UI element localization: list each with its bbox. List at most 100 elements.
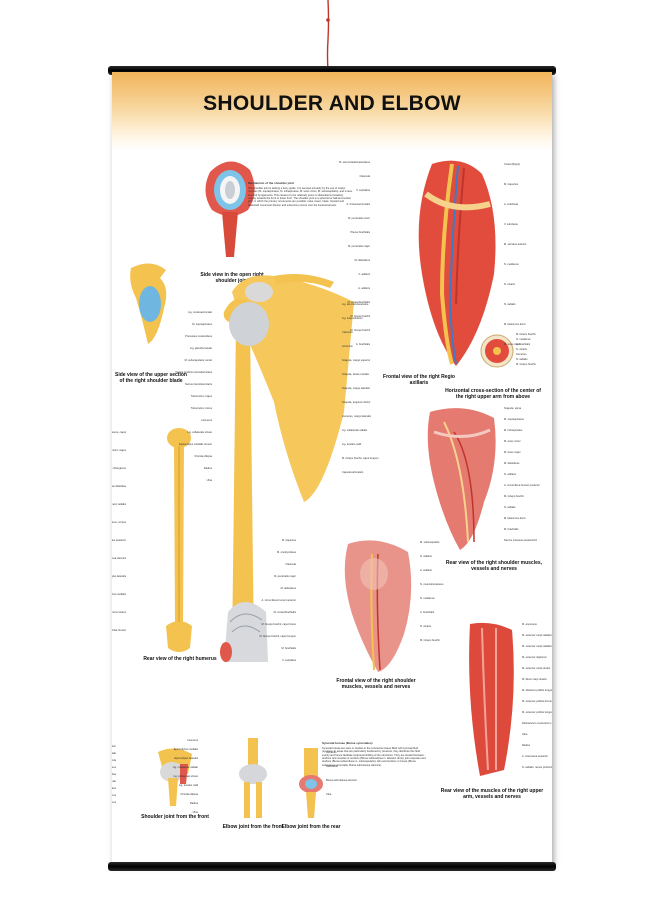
anatomy-label-front-left: M. trapezius	[281, 539, 296, 542]
caption-humerus: Rear view of the right humerus	[143, 656, 217, 662]
anatomy-label-front-left: M. brachialis	[281, 647, 296, 650]
anatomy-label-rear-right: N. radialis	[504, 506, 516, 509]
anatomy-label-elbow-front: Epicondylus lateralis	[174, 757, 198, 760]
anatomy-label-joint-front: Lig. coracoacromiale	[112, 752, 116, 755]
anatomy-label-main-right: Scapula, angulus inferior	[342, 401, 371, 404]
anatomy-label-axilla-right: M. teres major	[504, 343, 521, 346]
anatomy-label-main-right: Scapula, margo superior	[342, 359, 371, 362]
anatomy-label-forearm: M. abductor pollicis longus	[522, 689, 552, 692]
anatomy-label-front-right: N. medianus	[420, 597, 435, 600]
anatomy-label-forearm: M. extensor carpi ulnaris	[522, 667, 551, 670]
anatomy-label-rear-right: Scapula, spina	[504, 407, 522, 410]
anatomy-label-forearm: Radius	[522, 744, 531, 747]
anatomy-label-front-left: A. circumflexa humeri anterior	[261, 599, 296, 602]
anatomy-label-forearm: M. extensor carpi radialis brevis	[522, 645, 552, 648]
anatomy-label-rear-right: A. circumflexa humeri posterior	[504, 484, 540, 487]
hanging-cord	[326, 0, 330, 70]
bursae-body: Synovial bursae are sacs or cavities in …	[322, 746, 426, 767]
anatomy-label-axilla-left: A. axillaris	[358, 287, 370, 290]
anatomy-label-front-left: Clavicula	[285, 563, 296, 566]
bursae-text-block: Synovial bursae (Bursa synoviales) Synov…	[322, 741, 426, 767]
anatomy-label-axilla-left: M. sternocleidomastoideus	[339, 161, 370, 164]
mechanism-body: The shoulder joint is lacking a bony gui…	[248, 186, 352, 207]
humerus-rear-illustration	[166, 428, 192, 652]
anatomy-label-axilla-left: V. cephalica	[356, 189, 370, 192]
anatomy-label-rear-right: M. infraspinatus	[504, 429, 523, 432]
anatomy-label-axilla-right: V. subclavia	[504, 223, 518, 226]
anatomy-label-main-right: Scapula, facies costalis	[342, 373, 369, 376]
anatomy-label-main-left: Tuberculum majus	[190, 395, 212, 398]
anatomy-label-front-left: M. biceps brachii, caput longum	[259, 635, 296, 638]
anatomy-label-forearm: M. extensor pollicis longus	[522, 711, 552, 714]
shoulder-joint-front-illustration	[158, 748, 192, 806]
anatomy-label-main-left: Humerus	[201, 419, 212, 422]
anatomy-label-main-right: Lig. collaterale radiale	[342, 429, 368, 432]
anatomy-label-main-left: Lig. coracoacromiale	[188, 311, 212, 314]
anatomy-label-axilla-right: N. ulnaris	[504, 283, 515, 286]
anatomy-label-elbow-front: Humerus	[187, 739, 198, 742]
anatomy-label-axilla-right: N. medianus	[504, 263, 519, 266]
anatomy-label-humerus: Humerus, facies posterior	[112, 539, 126, 542]
anatomy-label-main-right: M. biceps brachii, caput longum	[342, 457, 379, 460]
anatomy-label-axilla-left: M. biceps brachii	[350, 315, 370, 318]
anatomy-label-joint-front: Lig. glenohumerale	[112, 780, 116, 783]
caption-elbow-rear: Elbow joint from the rear	[281, 824, 341, 830]
top-hanger-rod	[108, 66, 556, 75]
anatomy-label-elbow-front: Chorda obliqua	[180, 793, 198, 796]
anatomy-label-cross: M. biceps brachii	[516, 333, 536, 336]
anatomy-label-elbow-front: Ulna	[192, 811, 198, 814]
anatomy-label-cross: A. brachialis	[516, 343, 531, 346]
anatomy-label-forearm: M. flexor carpi ulnaris	[522, 678, 547, 681]
anatomy-label-main-left: Sulcus intertubercularis	[185, 383, 212, 386]
elbow-joint-front-illustration	[239, 738, 267, 818]
anatomy-label-main-right: Lig. anulare radii	[342, 443, 362, 446]
anatomy-label-cross: M. triceps brachii	[516, 363, 536, 366]
anatomy-label-rear-right: M. supraspinatus	[504, 418, 524, 421]
anatomy-label-axilla-right: M. trapezius	[504, 183, 519, 186]
anatomy-poster: SHOULDER AND ELBOW Side view in the open…	[112, 72, 552, 864]
anatomy-label-rear-right: M. triceps brachii	[504, 495, 524, 498]
anatomy-label-forearm: Ulna	[522, 733, 528, 736]
anatomy-label-front-left: V. cephalica	[282, 659, 296, 662]
poster-title: SHOULDER AND ELBOW	[203, 92, 461, 115]
anatomy-label-forearm: M. extensor carpi radialis longus	[522, 634, 552, 637]
anatomy-label-elbow-rear: Olecranon	[326, 765, 338, 768]
anatomy-label-front-right: N. axillaris	[420, 555, 432, 558]
anatomy-label-main-left: M. supraspinatus	[192, 323, 212, 326]
anatomy-label-humerus: Collum chirurgicum	[112, 467, 126, 470]
anatomy-label-forearm: M. extensor pollicis brevis	[522, 700, 552, 703]
anatomy-label-humerus: Trochlea humeri	[112, 629, 126, 632]
anatomy-label-elbow-front: Lig. anulare radii	[178, 784, 198, 787]
anatomy-label-forearm: N. radialis, ramus profundus	[522, 766, 552, 769]
caption-forearm: Rear view of the muscles of the right up…	[440, 788, 544, 800]
anatomy-label-joint-front: Capsula articularis	[112, 787, 116, 790]
anatomy-label-joint-front: Bursa subdeltoidea	[112, 773, 116, 776]
anatomy-label-rear-right: M. brachialis	[504, 528, 519, 531]
anatomy-label-axilla-left: V. axillaris	[358, 273, 370, 276]
anatomy-label-axilla-right: A. subclavia	[504, 203, 518, 206]
anatomy-label-front-left: M. biceps brachii, caput breve	[261, 623, 296, 626]
anatomy-label-humerus: Fossa olecrani	[112, 557, 126, 560]
shoulder-joint-section-illustration	[205, 161, 255, 257]
caption-axilla: Frontal view of the right Regio axillari…	[383, 374, 455, 386]
anatomy-label-forearm: M. anconeus	[522, 623, 537, 626]
anatomy-label-humerus: Tuberculum majus	[112, 449, 126, 452]
caption-joint-front: Shoulder joint from the front	[141, 814, 209, 820]
anatomy-label-main-left: Chorda obliqua	[194, 455, 212, 458]
anatomy-label-axilla-right: Costa (Rippe)	[504, 163, 521, 166]
anatomy-label-rear-right: Nervus cutaneus antebrachii	[504, 539, 537, 542]
anatomy-label-axilla-left: M. deltoideus	[354, 259, 370, 262]
anatomy-label-axilla-left: A. brachialis	[355, 343, 370, 346]
anatomy-label-elbow-front: Lig. collaterale ulnare	[173, 775, 198, 778]
anatomy-label-cross: N. medianus	[516, 338, 531, 341]
mechanism-title: Mechanism of the shoulder joint	[248, 181, 295, 185]
anatomy-label-main-left: Epicondylus medialis humeri	[179, 443, 212, 446]
anatomy-label-elbow-front: Radius	[189, 802, 198, 805]
anatomy-label-humerus: Humerus, caput	[112, 431, 126, 434]
forearm-muscles-illustration	[469, 622, 514, 776]
anatomy-label-front-right: A. brachialis	[420, 611, 435, 614]
scapula-side-illustration	[130, 263, 167, 344]
poster-header	[112, 72, 552, 150]
anatomy-label-main-left: Ulna	[206, 479, 212, 482]
anatomy-label-humerus: Sulcus nervi ulnaris	[112, 611, 126, 614]
